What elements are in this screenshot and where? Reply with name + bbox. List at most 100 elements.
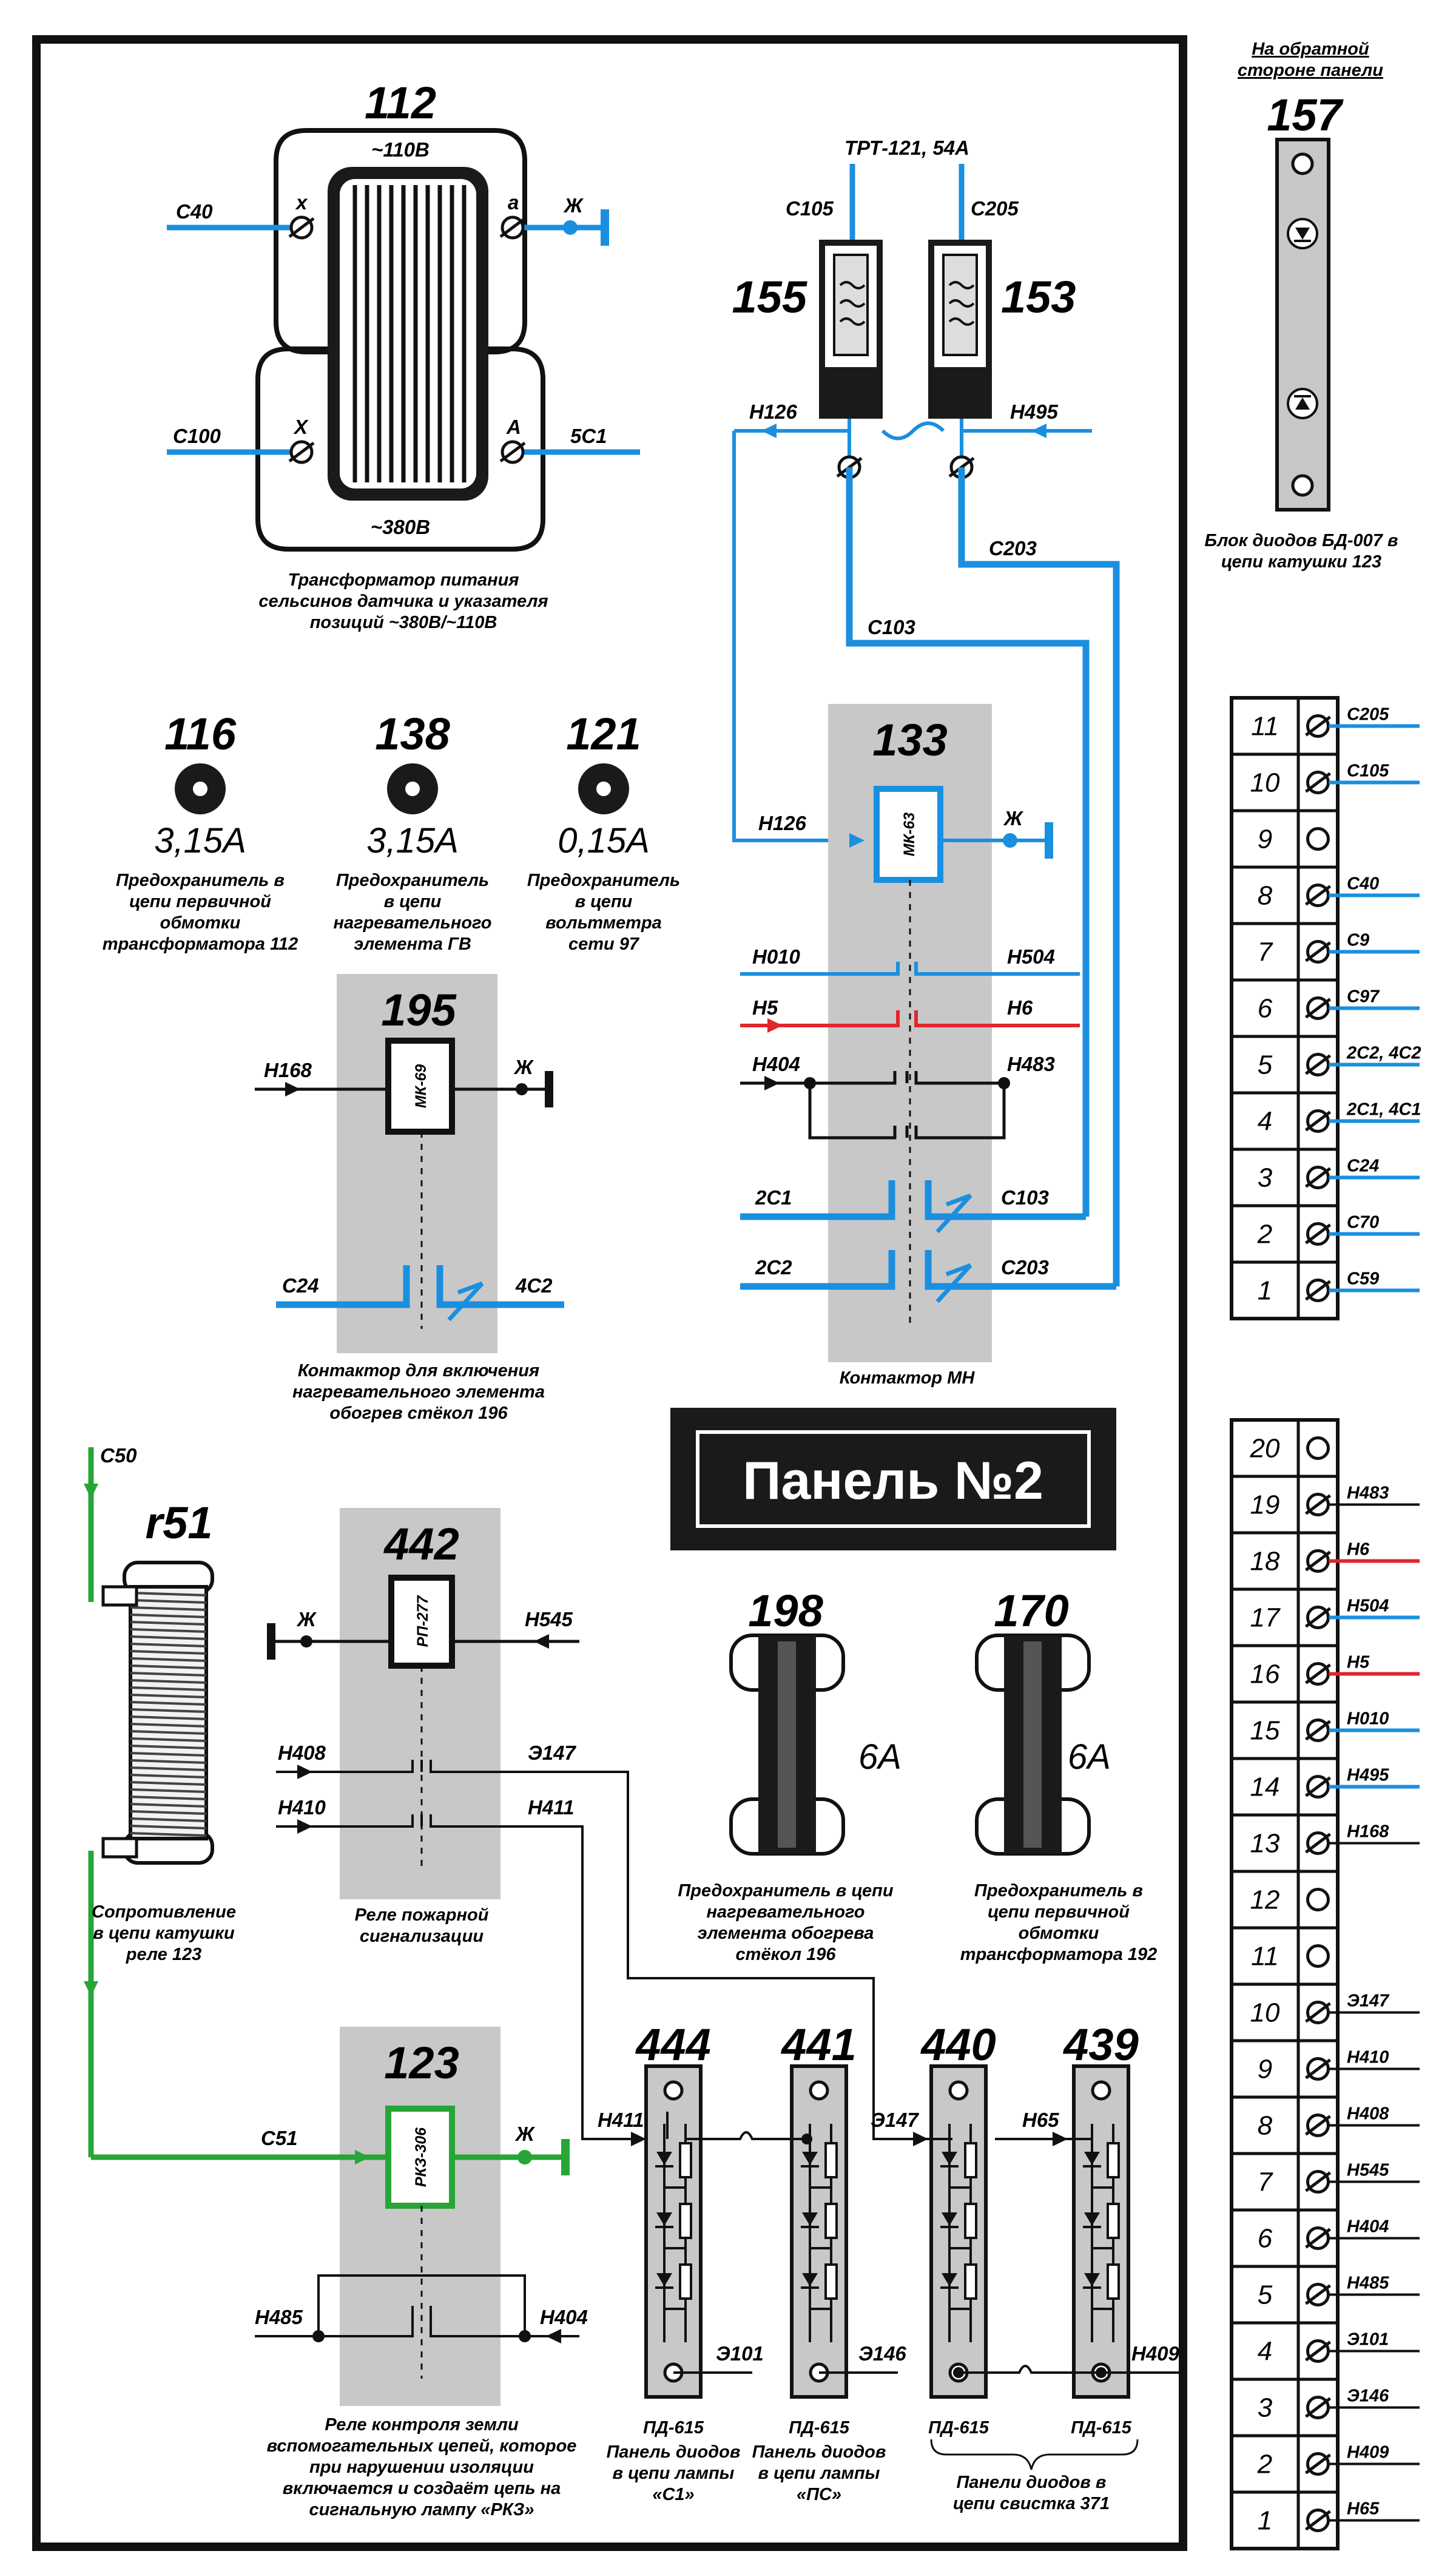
n411-label: Н411: [528, 1796, 574, 1819]
terminal-wire-label: С24: [1347, 1157, 1379, 1176]
transformer-caption-1: Трансформатор питания: [288, 570, 519, 590]
dp-caption1-1: Панель диодов: [607, 2442, 741, 2462]
svg-text:нагревательного: нагревательного: [706, 1902, 864, 1922]
c24-label: С24: [282, 1274, 319, 1297]
mount-hole-icon: [663, 2080, 684, 2101]
diode-block-id: 157: [1267, 90, 1344, 140]
terminal-number: 3: [1258, 2393, 1273, 2423]
zh-label: Ж: [563, 194, 584, 217]
svg-text:Предохранитель: Предохранитель: [527, 871, 680, 890]
dp-caption1-2: в цепи лампы: [613, 2464, 735, 2483]
terminal-wire-label: Н408: [1347, 2104, 1389, 2124]
n495-top-label: Н495: [1010, 400, 1059, 423]
terminal-row: 20: [1250, 1434, 1329, 1464]
dp-model-2: ПД-615: [789, 2418, 850, 2438]
svg-text:сети 97: сети 97: [568, 934, 640, 954]
diode-block-caption-1: Блок диодов БД-007 в: [1204, 531, 1398, 550]
zh-442: Ж: [296, 1608, 317, 1630]
terminal-number: 7: [1258, 938, 1273, 967]
contactor-195-caption-2: нагревательного элемента: [292, 1382, 545, 1402]
terminal-number: 14: [1250, 1772, 1280, 1802]
resistor-icon: [1107, 2263, 1120, 2300]
terminal-wire-label: Н404: [1347, 2217, 1389, 2237]
svg-text:обмотки: обмотки: [1019, 1924, 1099, 1943]
contactor-195: 195 МК-69 Н168 Ж С24 4С2 Контактор для в…: [255, 974, 564, 1423]
transformer-caption-2: сельсинов датчика и указателя: [258, 592, 548, 611]
diode-icon: [1084, 2152, 1100, 2165]
screw-terminal-icon: [1306, 2285, 1330, 2305]
screw-terminal-icon: [1306, 998, 1330, 1019]
relay-123-id: 123: [384, 2038, 459, 2088]
svg-text:нагревательного: нагревательного: [333, 913, 491, 933]
diode-icon: [1084, 2212, 1100, 2226]
fuse-121: 121 0,15А Предохранитель в цепи вольтмет…: [527, 709, 680, 954]
diode-icon: [802, 2212, 818, 2226]
resistor-caption-2: в цепи катушки: [93, 1924, 235, 1943]
terminal-number: 6: [1258, 994, 1273, 1024]
zh-123: Ж: [514, 2123, 536, 2145]
terminal-row: 11: [1251, 1942, 1328, 1972]
svg-text:элемента обогрева: элемента обогрева: [698, 1924, 874, 1943]
terminal-number: 1: [1258, 2506, 1272, 2536]
screw-terminal-icon: [1306, 2172, 1330, 2192]
relay-442: 442 РП-277 Ж Н545 Н408 Э147 Н410 Н411 Ре…: [267, 1508, 875, 2140]
2c2-label: 2С2: [755, 1256, 792, 1279]
c203-top-label: С203: [989, 537, 1037, 559]
terminal-number: 9: [1258, 2055, 1272, 2084]
screw-terminal-icon: [1306, 1224, 1330, 1245]
svg-text:116: 116: [164, 709, 237, 759]
dp-model-3: ПД-615: [928, 2418, 989, 2438]
mount-hole-icon: [948, 2080, 969, 2101]
terminal-wire-label: Э147: [1347, 1992, 1390, 2011]
c51-label: С51: [261, 2127, 298, 2149]
terminal-wire-label: Н495: [1347, 1766, 1389, 1785]
terminal-number: 18: [1250, 1547, 1280, 1576]
n5-label: Н5: [752, 996, 778, 1019]
screw-terminal-icon: [1306, 1664, 1330, 1684]
diode-panel-body: [644, 2064, 703, 2399]
c105-label: С105: [786, 197, 834, 220]
resistor-icon: [1107, 2142, 1120, 2178]
dp-e147-label: Э147: [871, 2109, 919, 2131]
svg-text:в цепи: в цепи: [384, 892, 442, 911]
diode-icon: [656, 2273, 672, 2286]
c103-top-label: С103: [868, 616, 915, 638]
fuse-138: 138 3,15А Предохранитель в цепи нагреват…: [333, 709, 491, 954]
fuse-116: 116 3,15А Предохранитель в цепи первично…: [103, 709, 298, 954]
c103-label: С103: [1001, 1186, 1049, 1209]
dp-caption2-3: «ПС»: [797, 2485, 841, 2504]
contactor-133-id: 133: [872, 715, 947, 765]
svg-text:Предохранитель в цепи: Предохранитель в цепи: [678, 1881, 893, 1901]
contactor-133-caption: Контактор МН: [840, 1368, 976, 1388]
relay-123-caption-5: сигнальную лампу «РКЗ»: [309, 2500, 534, 2519]
relay-123: 123 РКЗ-306 С51 Ж Н485 Н404 Реле контрол…: [91, 2027, 588, 2519]
terminal-wire-label: Н409: [1347, 2443, 1389, 2462]
n485-label: Н485: [255, 2306, 303, 2328]
screw-terminal-icon: [1306, 2059, 1330, 2080]
svg-text:цепи первичной: цепи первичной: [988, 1902, 1130, 1922]
screw-terminal-icon: [1306, 2397, 1330, 2418]
n404-label: Н404: [752, 1053, 800, 1075]
relay-153: [928, 240, 992, 419]
screw-terminal-icon: [1306, 885, 1330, 906]
terminal-wire-label: Н5: [1347, 1653, 1370, 1672]
panel-frame: [32, 35, 1187, 2551]
trt-label: ТРТ-121, 54А: [844, 137, 969, 159]
screw-terminal-icon: [1306, 716, 1330, 737]
terminal-wire-label: Э101: [1347, 2330, 1389, 2350]
screw-terminal-icon: [1306, 1777, 1330, 1797]
resistor-id: r51: [145, 1498, 212, 1548]
contactor-195-caption-1: Контактор для включения: [298, 1361, 539, 1380]
n126-top-label: Н126: [749, 400, 798, 423]
terminal-number: 8: [1258, 2111, 1273, 2141]
terminal-number: 1: [1258, 1276, 1272, 1306]
terminal-wire-label: С105: [1347, 762, 1389, 781]
